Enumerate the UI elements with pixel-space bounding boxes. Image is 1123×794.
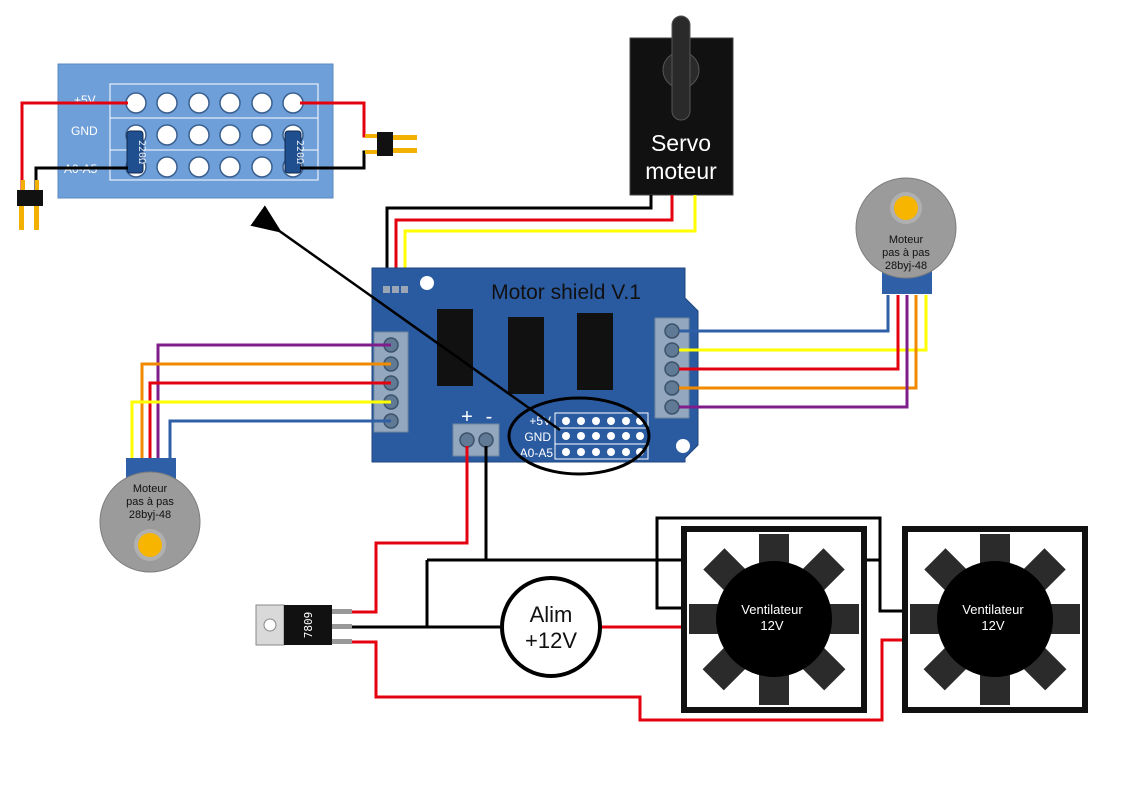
servo-label-line2: moteur [645,158,717,184]
shield-header-label-gnd: GND [524,430,551,444]
right-stepper-label-line2: pas à pas [882,247,930,259]
header-board: +5V GND A0-A5 220Ω 220Ω [57,63,334,199]
shield-header-label-5v: +5V [529,414,551,428]
left-stepper-label-line2: pas à pas [126,496,174,508]
power-supply-label-line2: +12V [525,628,577,653]
fan-2-label-line2: 12V [981,618,1004,633]
shield-power-terminal: + - [452,406,500,457]
left-stepper-label-line3: 28byj-48 [129,509,171,521]
detail-arrow [250,205,561,432]
right-stepper-label-line3: 28byj-48 [885,260,927,272]
shield-mount-hole-top [420,276,434,290]
power-supply-label-line1: Alim [530,602,573,627]
header-highlight-ellipse [507,396,651,476]
shield-mount-hole-bottom [676,439,690,453]
left-stepper-motor: Moteur pas à pas 28byj-48 [99,458,201,573]
fan-2-hub [937,561,1053,677]
right-stepper-motor: Moteur pas à pas 28byj-48 [855,177,957,294]
fan-1-label-line2: 12V [760,618,783,633]
resistor-left: 220Ω [126,130,147,174]
header-board-label-gnd: GND [71,124,98,138]
shield-header-label-a0a5: A0-A5 [520,446,554,460]
right-stepper-body [855,177,957,279]
driver-chip-3 [577,313,613,390]
shield-plus-label: + [461,406,473,428]
right-stepper-label-line1: Moteur [889,234,924,246]
header-board-label-5v: +5V [74,93,96,107]
fan-2-label-line1: Ventilateur [962,602,1024,617]
servo-motor: Servo moteur [629,15,734,196]
power-wires [350,446,905,722]
left-stepper-shaft [138,533,162,557]
left-stepper-body [99,471,201,573]
servo-label-line1: Servo [651,130,711,156]
left-stepper-wires [130,343,391,460]
driver-chip-2 [508,317,544,394]
fan-1: Ventilateur 12V [681,526,867,713]
header-board-grid [109,83,319,181]
shield-mini-header: +5V GND A0-A5 [520,412,649,460]
resistor-left-label: 220Ω [136,140,147,164]
right-stepper-wires [679,295,928,409]
shield-servo-header [383,286,408,293]
power-supply: Alim +12V [500,576,602,678]
shield-right-terminal [654,317,690,419]
left-jumper-connector [17,180,43,230]
right-jumper-connector [365,132,417,156]
resistor-right-label: 220Ω [294,140,305,164]
motor-shield: Motor shield V.1 [371,267,699,476]
servo-horn [671,15,691,121]
regulator-label: 7809 [302,612,315,639]
fan-1-hub [716,561,832,677]
right-stepper-shaft [894,196,918,220]
power-supply-circle [500,576,602,678]
resistor-right: 220Ω [284,130,305,174]
shield-minus-label: - [486,406,493,428]
servo-wires [385,195,697,283]
regulator-body [284,605,332,645]
left-stepper-label-line1: Moteur [133,483,168,495]
shield-title: Motor shield V.1 [491,281,641,304]
voltage-regulator: 7809 [255,604,352,646]
fan-2: Ventilateur 12V [902,526,1088,713]
fan-1-label-line1: Ventilateur [741,602,803,617]
